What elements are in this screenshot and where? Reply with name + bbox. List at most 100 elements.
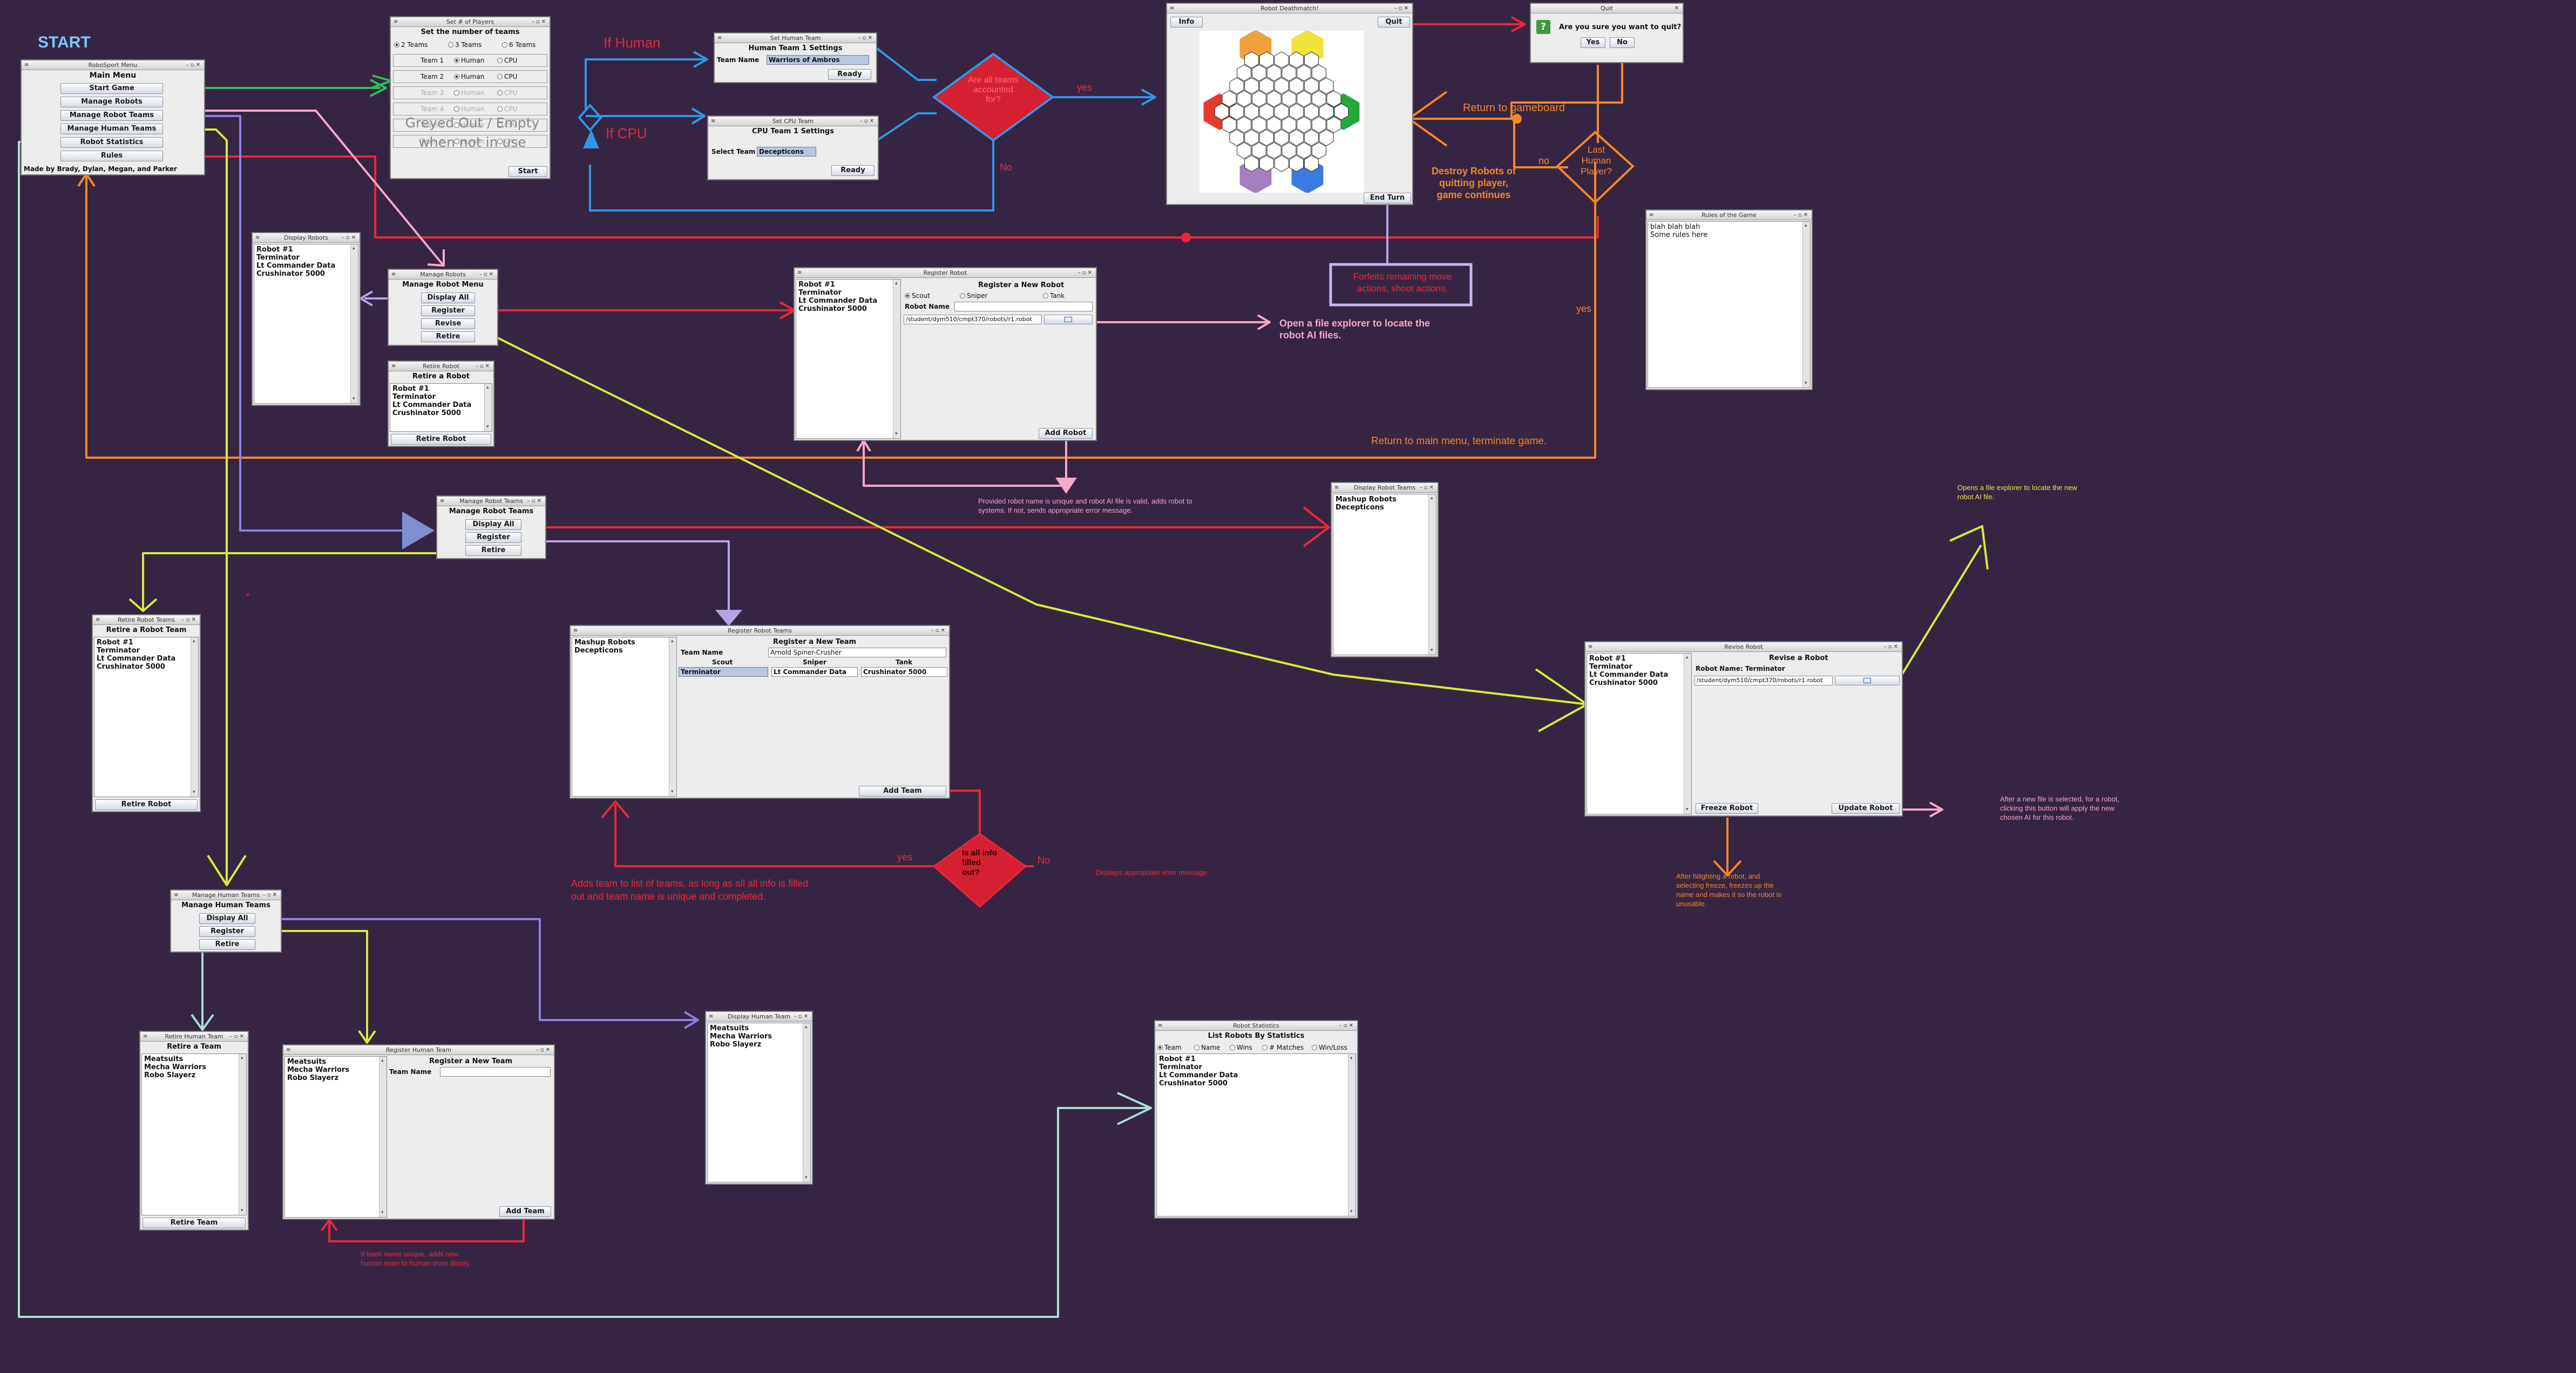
list-item[interactable]: Decepticons [574,647,623,655]
hex-tile[interactable] [1266,142,1282,159]
list-item[interactable]: Mashup Robots [1336,495,1397,504]
scrollbar[interactable] [669,637,676,796]
list-item[interactable]: Terminator [256,254,300,262]
list-item[interactable]: Terminator [97,647,140,655]
team-list[interactable]: Robot #1 Terminator Lt Commander Data Cr… [94,637,199,797]
hex-tile[interactable] [1319,77,1334,94]
hex-tile[interactable] [1282,64,1297,81]
retire-button[interactable]: Retire [199,939,255,950]
sort-team-radio[interactable]: Team [1157,1044,1182,1051]
robot-list[interactable]: Robot #1 Terminator Lt Commander Data Cr… [1587,653,1692,814]
team-list[interactable]: Mashup Robots Decepticons [1333,494,1436,655]
list-item[interactable]: Robot #1 [1589,655,1626,663]
scrollbar[interactable] [1348,1054,1355,1216]
scrollbar[interactable] [803,1023,810,1182]
hex-tile[interactable] [1304,51,1319,69]
hex-tile[interactable] [1229,77,1244,94]
hex-tile[interactable] [1222,116,1237,133]
revise-button[interactable]: Revise [421,318,475,329]
team-name-input[interactable] [440,1067,551,1077]
list-item[interactable]: Mashup Robots [574,638,635,647]
info-button[interactable]: Info [1170,17,1203,28]
list-item[interactable]: Robot #1 [798,281,835,289]
list-item[interactable]: Crushinator 5000 [256,270,325,278]
rules-button[interactable]: Rules [60,151,163,161]
hex-tile[interactable] [1266,116,1282,133]
hex-tile[interactable] [1304,103,1319,120]
list-item[interactable]: Terminator [1589,663,1632,671]
hex-tile[interactable] [1251,64,1266,81]
list-item[interactable]: Mecha Warriors [710,1032,772,1041]
hex-tile[interactable] [1251,116,1266,133]
team-1-cpu-radio[interactable]: CPU [497,57,517,64]
sort-winloss-radio[interactable]: Win/Loss [1312,1044,1347,1051]
ready-button[interactable]: Ready [831,165,875,176]
hex-tile[interactable] [1237,64,1252,81]
list-item[interactable]: Crushinator 5000 [1589,679,1658,687]
manage-robot-teams-button[interactable]: Manage Robot Teams [60,110,163,121]
hex-tile[interactable] [1274,129,1289,146]
human-team-list[interactable]: Meatsuits Mecha Warriors Robo Slayerz [707,1023,811,1182]
retire-team-button[interactable]: Retire Team [143,1218,246,1228]
hex-tile[interactable] [1334,103,1349,120]
ready-button[interactable]: Ready [828,69,871,80]
hex-tile[interactable] [1326,116,1341,133]
manage-human-teams-button[interactable]: Manage Human Teams [60,124,163,134]
human-team-list[interactable]: Meatsuits Mecha Warriors Robo Slayerz [141,1053,247,1215]
register-button[interactable]: Register [199,926,255,937]
add-robot-button[interactable]: Add Robot [1039,428,1093,439]
hex-tile[interactable] [1244,103,1259,120]
hex-tile[interactable] [1319,103,1334,120]
tank-select[interactable]: Crushinator 5000 [861,667,947,677]
scout-radio[interactable]: Scout [905,292,930,300]
hex-tile[interactable] [1326,90,1341,107]
statistics-list[interactable]: Robot #1 Terminator Lt Commander Data Cr… [1156,1053,1356,1216]
tank-radio[interactable]: Tank [1043,292,1065,300]
team-2-human-radio[interactable]: Human [454,73,484,80]
hex-tile[interactable] [1274,77,1289,94]
list-item[interactable]: Decepticons [1336,504,1384,512]
hex-tile[interactable] [1229,103,1244,120]
team-name-input[interactable]: Arnold Spiner-Crusher [768,648,946,657]
hex-tile[interactable] [1259,77,1274,94]
hex-tile[interactable] [1282,142,1297,159]
list-item[interactable]: Lt Commander Data [392,401,472,409]
start-button[interactable]: Start [509,166,547,177]
list-item[interactable]: Lt Commander Data [256,262,336,270]
robot-name-input[interactable] [954,302,1093,311]
scrollbar[interactable] [191,637,198,797]
robot-list[interactable]: Robot #1 Terminator Lt Commander Data Cr… [254,244,358,404]
hex-tile[interactable] [1251,90,1266,107]
hex-tile[interactable] [1259,51,1274,69]
hex-tile[interactable] [1222,90,1237,107]
list-item[interactable]: Meatsuits [287,1058,327,1066]
cpu-team-select[interactable]: Decepticons [757,147,816,157]
scrollbar[interactable] [893,280,900,438]
sniper-radio[interactable]: Sniper [960,292,988,300]
hex-tile[interactable] [1266,64,1282,81]
list-item[interactable]: Terminator [1159,1063,1202,1071]
no-button[interactable]: No [1610,37,1635,48]
hex-tile[interactable] [1229,129,1244,146]
list-item[interactable]: Mecha Warriors [144,1063,207,1071]
browse-folder-button[interactable] [1044,315,1093,324]
human-team-list[interactable]: Meatsuits Mecha Warriors Robo Slayerz [284,1056,387,1218]
hex-tile[interactable] [1251,142,1266,159]
team-count-radio-3[interactable]: 3 Teams [448,41,482,49]
team-2-cpu-radio[interactable]: CPU [497,73,517,80]
list-item[interactable]: Crushinator 5000 [392,409,461,417]
list-item[interactable]: Mecha Warriors [287,1066,350,1074]
list-item[interactable]: Meatsuits [144,1055,184,1063]
retire-robot-button[interactable]: Retire Robot [391,434,491,445]
team-1-human-radio[interactable]: Human [454,57,484,64]
team-name-input[interactable]: Warriors of Ambros [767,55,869,65]
end-turn-button[interactable]: End Turn [1364,193,1411,203]
display-all-button[interactable]: Display All [199,913,255,924]
list-item[interactable]: Crushinator 5000 [1159,1079,1228,1087]
hex-tile[interactable] [1311,116,1326,133]
hex-tile[interactable] [1214,103,1229,120]
register-button[interactable]: Register [465,532,521,543]
team-count-radio-2[interactable]: 2 Teams [394,41,428,49]
scrollbar[interactable] [1428,494,1436,655]
hex-tile[interactable] [1259,129,1274,146]
